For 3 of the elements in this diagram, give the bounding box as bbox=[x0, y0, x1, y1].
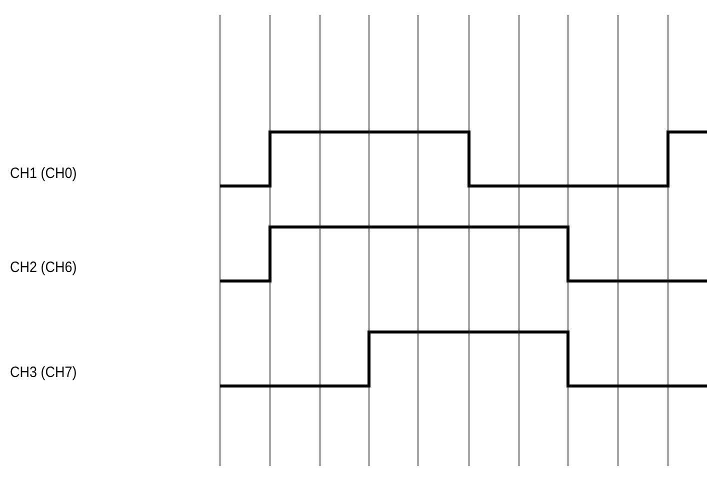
channel-label: CH2 (CH6) bbox=[10, 259, 77, 276]
channel-label: CH3 (CH7) bbox=[10, 364, 77, 381]
channel-label: CH1 (CH0) bbox=[10, 165, 77, 182]
